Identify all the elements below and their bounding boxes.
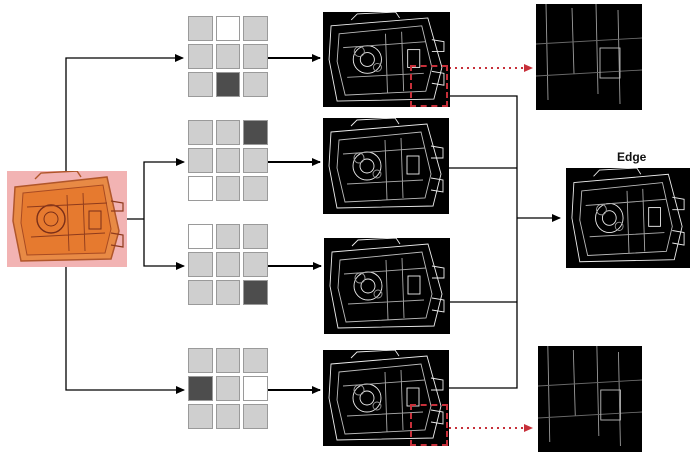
zoom-crop-top	[536, 4, 642, 110]
kernel-cell	[243, 224, 268, 249]
kernel-cell	[243, 348, 268, 373]
branch-line-3	[143, 219, 185, 270]
kernel-cell	[188, 348, 213, 373]
kernel-cell	[243, 252, 268, 277]
kernel-cell	[188, 120, 213, 145]
kernel-cell	[243, 44, 268, 69]
kernel-4	[188, 348, 268, 429]
kernel-cell	[188, 176, 213, 201]
roi-box-bottom	[410, 404, 448, 446]
kernel-cell	[188, 252, 213, 277]
kernel-cell	[215, 72, 241, 97]
kernel-cell	[188, 16, 213, 41]
kernel-cell	[215, 280, 241, 305]
kernel-cell	[243, 120, 268, 145]
kernel-cell	[243, 376, 268, 401]
kernel-cell	[215, 224, 241, 249]
merge-line-1	[449, 95, 518, 389]
kernel-cell	[243, 16, 268, 41]
kernel-cell	[243, 148, 268, 173]
kernel-cell	[215, 348, 241, 373]
kernel-3	[188, 224, 268, 305]
kernel-cell	[215, 148, 241, 173]
kernel-cell	[243, 72, 268, 97]
kernel-cell	[188, 44, 213, 69]
kernel-cell	[188, 72, 213, 97]
output-title: Edge	[617, 150, 647, 164]
edge-image-3	[324, 238, 450, 334]
kernel-cell	[215, 376, 241, 401]
kernel-cell	[243, 280, 268, 305]
branch-line-2	[143, 158, 185, 219]
branch-line-4	[65, 267, 185, 394]
kernel-cell	[188, 224, 213, 249]
kernel-cell	[215, 44, 241, 69]
output-edge-image	[566, 168, 690, 268]
kernel-cell	[215, 176, 241, 201]
kernel-cell	[215, 404, 241, 429]
roi-box-top	[410, 65, 448, 107]
branch-line-1	[65, 54, 184, 171]
kernel-cell	[215, 16, 241, 41]
kernel-cell	[243, 404, 268, 429]
edge-image-2	[323, 118, 449, 214]
zoom-crop-bottom	[538, 346, 642, 452]
input-xray-image	[7, 171, 127, 267]
kernel-cell	[215, 252, 241, 277]
kernel-cell	[188, 280, 213, 305]
kernel-cell	[188, 376, 213, 401]
edge-image-4	[323, 350, 449, 446]
kernel-cell	[188, 148, 213, 173]
kernel-cell	[243, 176, 268, 201]
kernel-2	[188, 120, 268, 201]
kernel-1	[188, 16, 268, 97]
kernel-cell	[188, 404, 213, 429]
kernel-cell	[215, 120, 241, 145]
edge-image-1	[323, 12, 450, 107]
